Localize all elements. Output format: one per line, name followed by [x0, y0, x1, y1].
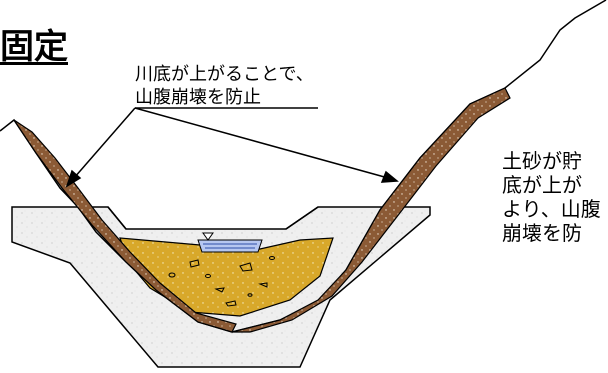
right-slope-soil	[231, 87, 511, 333]
water-surface	[197, 239, 263, 253]
callout-label: 川底が上がることで、 山腹崩壊を防止	[135, 63, 314, 109]
side-line-3: より、山腹	[502, 197, 601, 221]
sediment-rock-fragments	[168, 256, 275, 307]
side-line-1: 土砂が貯	[502, 149, 582, 173]
side-line-4: 崩壊を防	[502, 221, 582, 245]
callout-line-2: 山腹崩壊を防止	[135, 87, 261, 108]
dam-crest-line	[107, 206, 319, 230]
side-line-2: 底が上が	[502, 173, 582, 197]
callout-line-1: 川底が上がることで、	[135, 64, 314, 85]
page-title: 固定	[0, 27, 68, 67]
water-level-marker-icon	[202, 232, 214, 241]
callout-arrows	[65, 107, 399, 188]
water-level-lines	[203, 243, 257, 249]
side-description: 土砂が貯 底が上が より、山腹 崩壊を防	[502, 149, 601, 245]
